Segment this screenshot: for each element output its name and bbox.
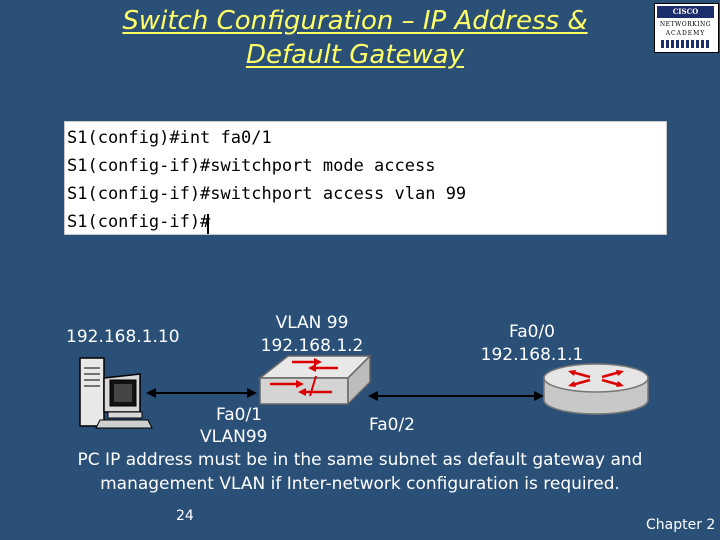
note-text: PC IP address must be in the same subnet… [30, 448, 690, 496]
note-line2: management VLAN if Inter-network configu… [30, 472, 690, 496]
chapter-label: Chapter 2 [646, 517, 715, 533]
switch-ip-label: 192.168.1.2 [242, 336, 382, 357]
switch-port-router-label: Fa0/2 [369, 415, 415, 436]
switch-vlan-label: VLAN 99 [242, 313, 382, 334]
switch-port-pc-vlan-label: VLAN99 [200, 427, 267, 448]
router-interface-label: Fa0/0 [462, 322, 602, 343]
router-icon [544, 364, 648, 414]
page-number: 24 [176, 508, 194, 524]
switch-icon [260, 356, 370, 404]
router-ip-label: 192.168.1.1 [462, 345, 602, 366]
note-line1: PC IP address must be in the same subnet… [30, 448, 690, 472]
switch-router-link [368, 391, 544, 401]
switch-port-pc-label: Fa0/1 [216, 405, 262, 426]
pc-icon [80, 358, 152, 428]
pc-ip-label: 192.168.1.10 [66, 327, 180, 348]
pc-switch-link [146, 388, 257, 398]
